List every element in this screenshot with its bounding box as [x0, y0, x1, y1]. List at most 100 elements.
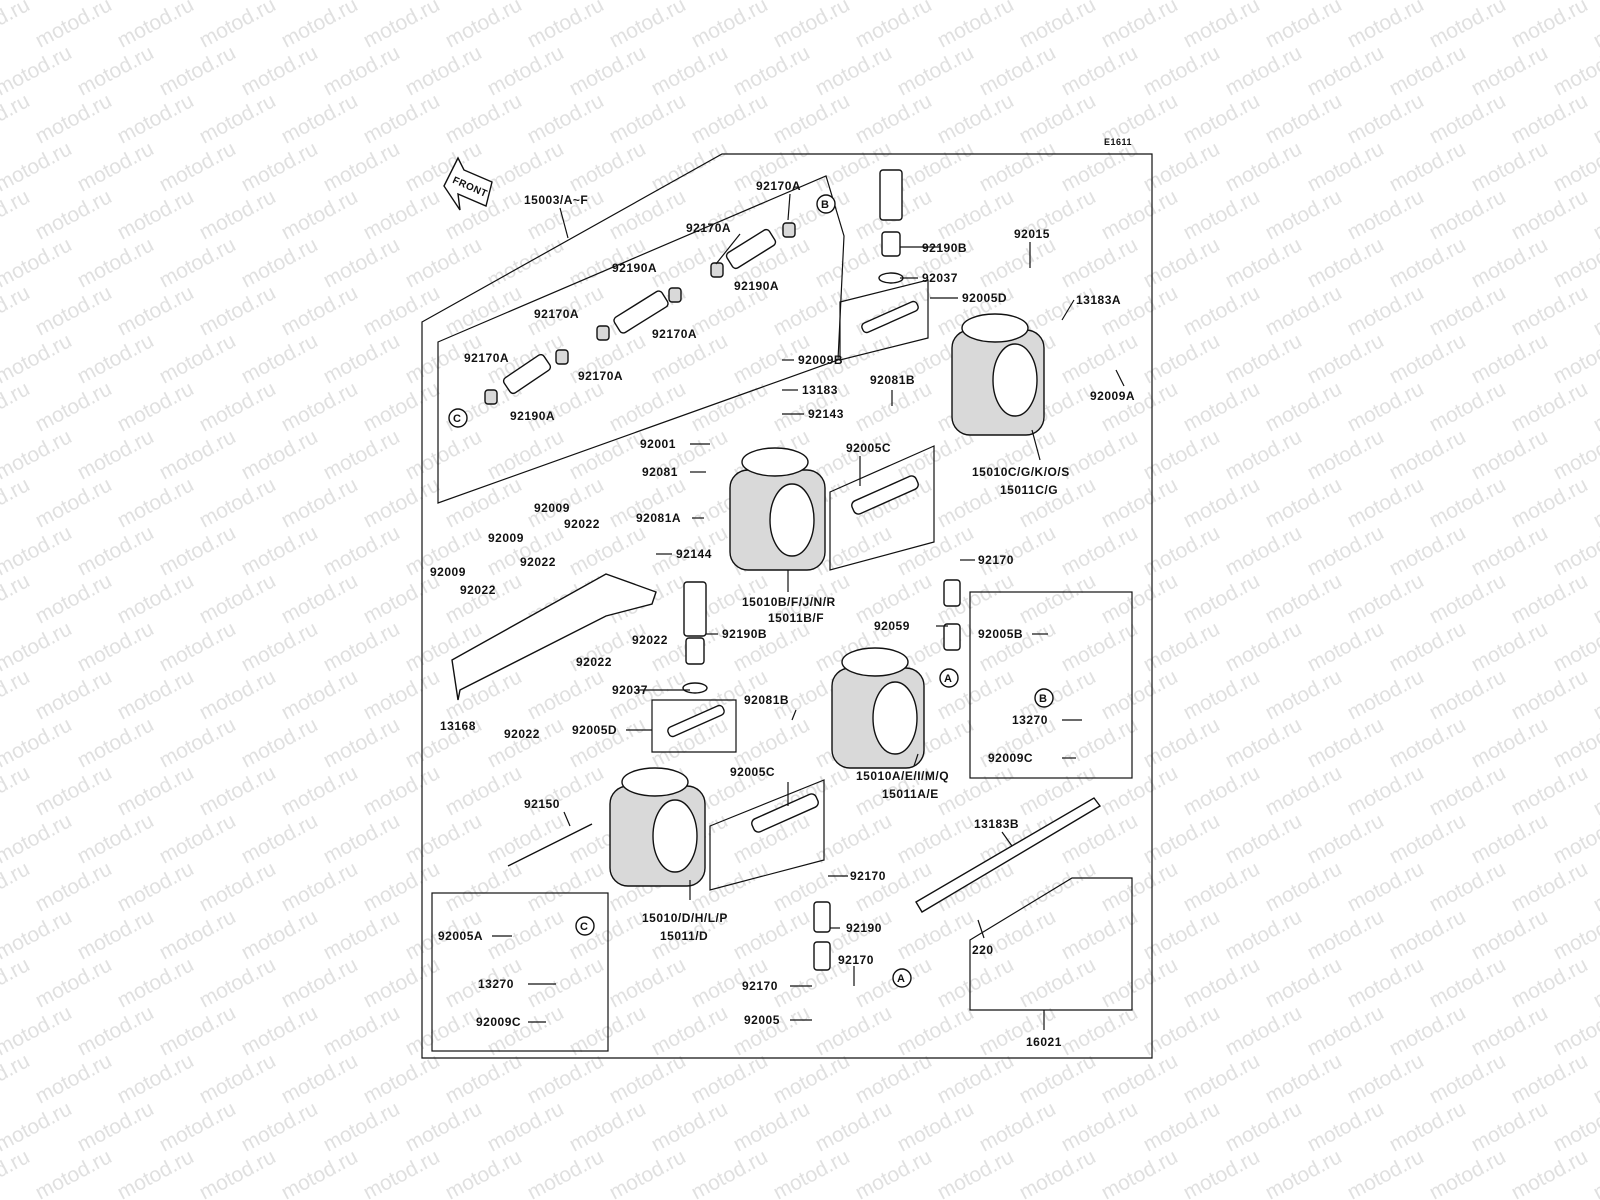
bolt-92150 [507, 823, 593, 867]
box-92005c-upper [829, 445, 935, 571]
part-label: 92170 [838, 953, 874, 967]
part-label: 92081B [744, 693, 789, 707]
svg-text:A: A [897, 973, 905, 985]
part-label: 13183B [974, 817, 1019, 831]
part-label: 92005B [978, 627, 1023, 641]
part-label: 92170A [534, 307, 579, 321]
part-label: 92022 [576, 655, 612, 669]
carburetor-4 [609, 767, 706, 887]
part-label: 15010B/F/J/N/R [742, 595, 836, 609]
part-label: 92022 [520, 555, 556, 569]
part-label: 92081B [870, 373, 915, 387]
part-label: 92081 [642, 465, 678, 479]
carburetor-1 [729, 447, 826, 571]
part-label: 92037 [612, 683, 648, 697]
svg-text:B: B [821, 199, 829, 211]
part-label: 13270 [478, 977, 514, 991]
hose-kit-parts [484, 222, 796, 405]
part-label: 92009A [1090, 389, 1135, 403]
part-label: 92170A [578, 369, 623, 383]
part-label: 92190 [846, 921, 882, 935]
part-label: 92170A [686, 221, 731, 235]
outer-boundary [421, 153, 1153, 1059]
part-label: 92009C [988, 751, 1033, 765]
front-arrow-icon: FRONT [443, 156, 493, 211]
part-label: 92170A [652, 327, 697, 341]
part-label: 92001 [640, 437, 676, 451]
part-label: 92009 [534, 501, 570, 515]
part-label: 13270 [1012, 713, 1048, 727]
part-label: 15010/D/H/L/P [642, 911, 728, 925]
part-label: 92009 [488, 531, 524, 545]
part-label: 92190B [722, 627, 767, 641]
svg-text:A: A [944, 673, 952, 685]
fittings [667, 169, 961, 971]
svg-text:C: C [580, 921, 588, 933]
part-label: 13183A [1076, 293, 1121, 307]
part-label: 15011C/G [1000, 483, 1058, 497]
bracket-13168 [451, 573, 657, 701]
box-92005d-lower [651, 699, 737, 753]
leader-lines [492, 193, 1125, 1030]
part-label: 92005C [846, 441, 891, 455]
part-label: 15003/A~F [524, 193, 588, 207]
part-label: 92059 [874, 619, 910, 633]
part-label: 92005C [730, 765, 775, 779]
circle-ref-a-bottom: A [892, 968, 912, 988]
part-label: 13183 [802, 383, 838, 397]
circle-ref-c-box: C [575, 916, 595, 936]
part-label: 92009 [430, 565, 466, 579]
part-label: 92022 [504, 727, 540, 741]
box-92005a [431, 892, 609, 1052]
part-label: 92144 [676, 547, 712, 561]
part-label: 92170 [850, 869, 886, 883]
part-label: 92190A [510, 409, 555, 423]
part-label: 92081A [636, 511, 681, 525]
part-label: 92009B [798, 353, 843, 367]
part-label: 92005A [438, 929, 483, 943]
box-92005b [969, 591, 1133, 779]
carburetor-3 [831, 647, 925, 769]
part-label: 220 [972, 943, 994, 957]
part-label: 92170 [742, 979, 778, 993]
carburetor-2 [951, 313, 1045, 436]
part-label: 92170A [464, 351, 509, 365]
rail-13183b [915, 797, 1102, 913]
part-label: 15010C/G/K/O/S [972, 465, 1070, 479]
part-label: 92005D [962, 291, 1007, 305]
box-92005c-lower [709, 779, 825, 891]
part-label: 92022 [460, 583, 496, 597]
svg-text:B: B [1039, 693, 1047, 705]
part-label: 92022 [564, 517, 600, 531]
part-label: 15011A/E [882, 787, 939, 801]
part-label: 15010A/E/I/M/Q [856, 769, 949, 783]
svg-text:C: C [453, 413, 461, 425]
part-label: 92005 [744, 1013, 780, 1027]
part-label: 92005D [572, 723, 617, 737]
diagram-code: E1611 [1104, 137, 1132, 147]
hose-kit-box [437, 175, 845, 504]
part-label: 13168 [440, 719, 476, 733]
part-label: 15011B/F [768, 611, 824, 625]
part-label: 92170 [978, 553, 1014, 567]
part-label: 92190A [734, 279, 779, 293]
part-label: 92150 [524, 797, 560, 811]
part-label: 92009C [476, 1015, 521, 1029]
part-label: 15011/D [660, 929, 708, 943]
circle-ref-b-top: B [816, 194, 836, 214]
part-label: 92170A [756, 179, 801, 193]
part-label: 92022 [632, 633, 668, 647]
circle-ref-a-mid: A [939, 668, 959, 688]
circle-ref-b-box: B [1034, 688, 1054, 708]
part-label: 92037 [922, 271, 958, 285]
part-label: 92190B [922, 241, 967, 255]
circle-ref-c-left: C [448, 408, 468, 428]
part-label: 92015 [1014, 227, 1050, 241]
box-16021 [969, 877, 1133, 1011]
box-92005d-top [839, 279, 929, 361]
part-label: 92143 [808, 407, 844, 421]
part-label: 92190A [612, 261, 657, 275]
part-label: 16021 [1026, 1035, 1062, 1049]
part-labels: 15003/A~F 92170A 92170A 92190A 92190A 92… [430, 179, 1135, 1049]
